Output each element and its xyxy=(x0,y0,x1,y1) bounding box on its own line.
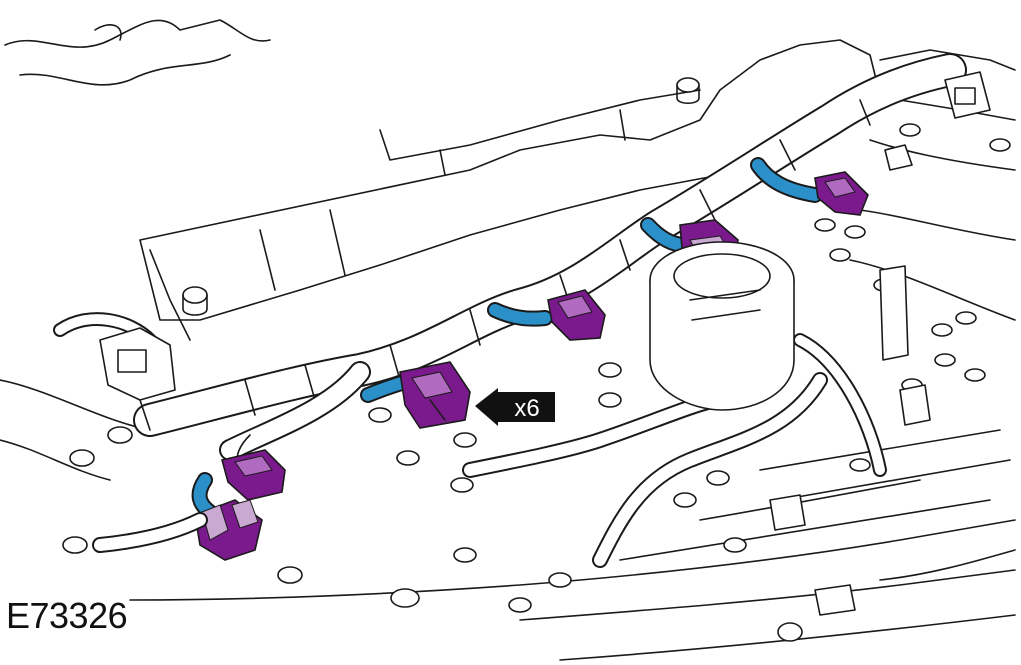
injector-connector-5 xyxy=(221,449,286,501)
injector-connector-4 xyxy=(814,171,869,216)
oil-filler-cap xyxy=(649,241,795,411)
injector-connector-6 xyxy=(194,499,263,561)
callout-label: x6 xyxy=(514,395,539,422)
harness-tape-sections xyxy=(191,157,823,520)
sensor-connector-right xyxy=(884,71,991,171)
callout-arrow: x6 xyxy=(475,388,555,426)
injector-connector-2 xyxy=(547,289,606,341)
injector-connector-1 xyxy=(399,361,471,429)
lower-right-fixtures xyxy=(769,265,931,642)
bolts xyxy=(62,77,1011,613)
sensor-connector-left xyxy=(99,327,176,431)
wiring-harness xyxy=(133,53,967,466)
fuel-lines xyxy=(53,312,887,568)
engine-background-outlines xyxy=(0,19,1016,661)
figure-id-label: E73326 xyxy=(6,595,128,636)
